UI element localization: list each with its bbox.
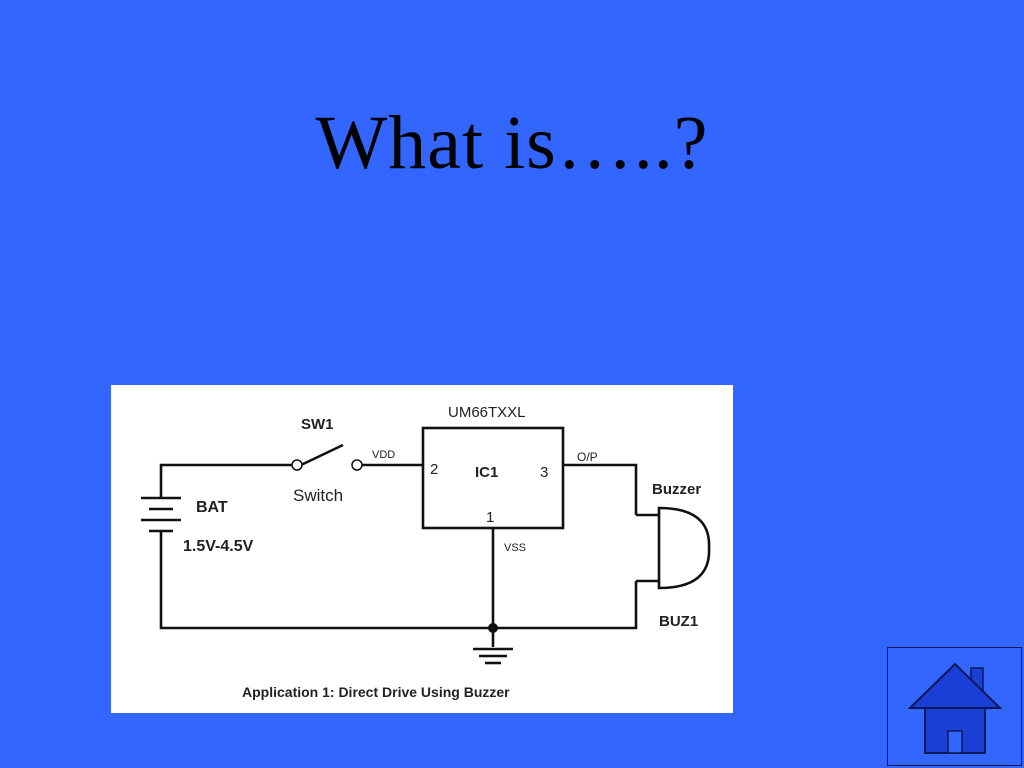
switch-contact-left [291, 459, 303, 471]
label-op: O/P [577, 450, 598, 464]
label-pin1: 1 [486, 509, 494, 526]
label-sw1: SW1 [301, 416, 334, 433]
slide-title: What is…..? [315, 101, 709, 185]
label-buzzer: Buzzer [652, 481, 701, 498]
label-ic-part: UM66TXXL [448, 404, 526, 421]
diagram-caption: Application 1: Direct Drive Using Buzzer [242, 684, 510, 700]
label-voltage: 1.5V-4.5V [183, 538, 254, 555]
buzzer-body [636, 513, 661, 583]
home-button[interactable] [887, 647, 1022, 766]
label-vss: VSS [504, 542, 526, 554]
ground-junction [488, 623, 498, 633]
label-buz1: BUZ1 [659, 613, 698, 630]
label-pin3: 3 [540, 464, 548, 481]
label-ic-name: IC1 [475, 464, 498, 481]
circuit-svg: SW1 Switch BAT 1.5V-4.5V VDD UM66TXXL IC… [141, 404, 711, 700]
switch-contact-right [351, 459, 363, 471]
wire-battery-switch [159, 463, 294, 498]
switch-lever [300, 443, 344, 467]
label-switch: Switch [293, 486, 343, 505]
label-pin2: 2 [430, 461, 438, 478]
circuit-diagram: SW1 Switch BAT 1.5V-4.5V VDD UM66TXXL IC… [111, 385, 733, 713]
wire-output [563, 463, 638, 515]
buzzer-horn [657, 506, 711, 590]
label-vdd: VDD [372, 449, 395, 461]
house-icon [907, 662, 1003, 754]
label-bat: BAT [196, 499, 228, 516]
wire-ground-rail [159, 531, 638, 630]
